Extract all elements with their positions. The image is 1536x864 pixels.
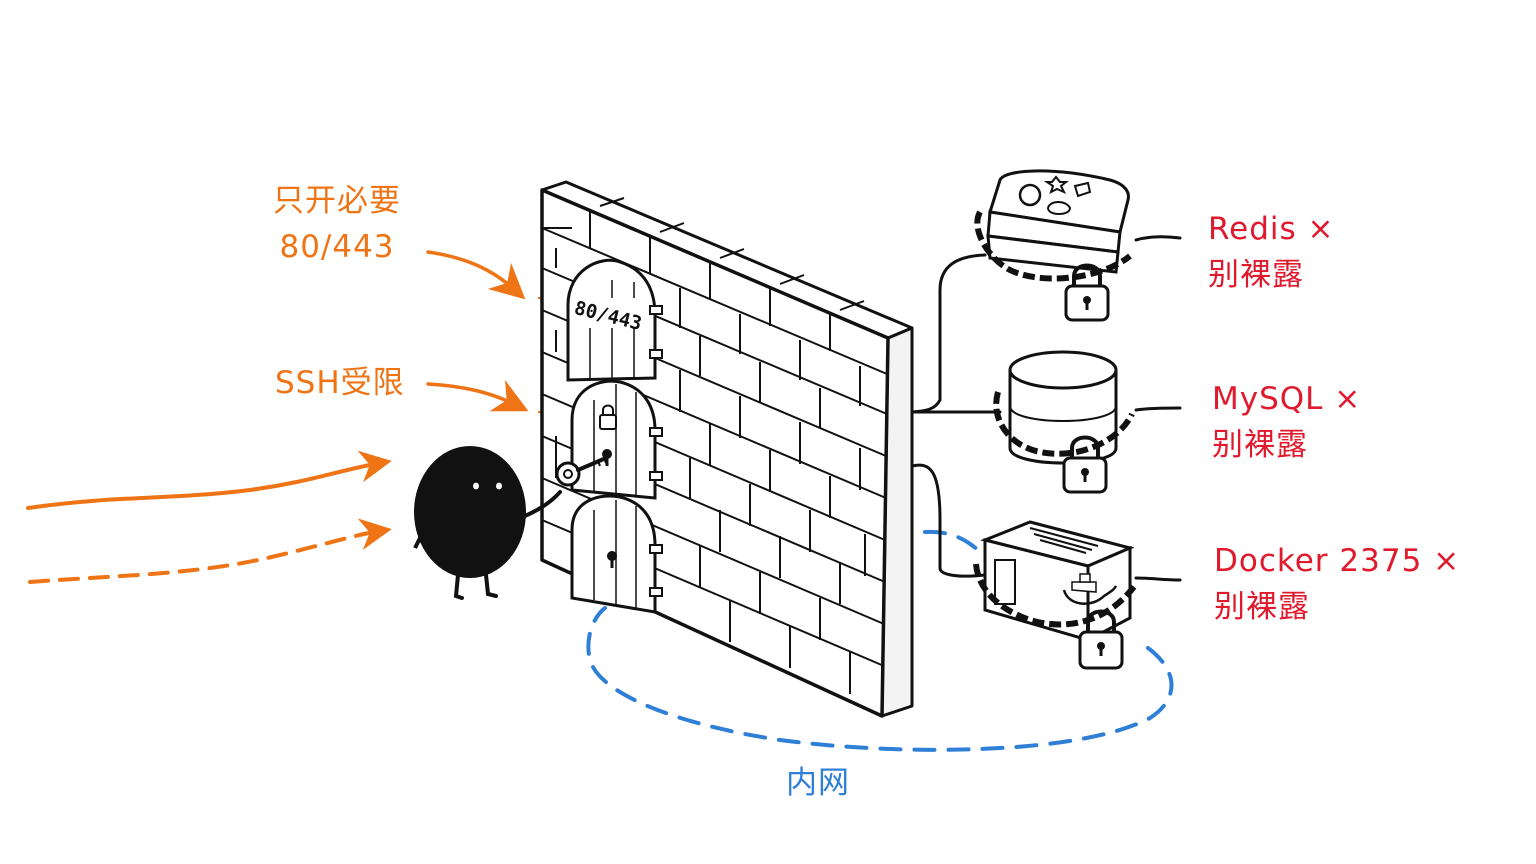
key-icon — [555, 456, 608, 487]
open-ports-label: 只开必要 80/443 — [273, 183, 401, 265]
ssh-door — [570, 379, 663, 500]
mysql-warning-label: MySQL × 别裸露 — [1212, 381, 1362, 463]
padlock-icon — [1078, 609, 1124, 670]
closed-door — [570, 494, 663, 614]
service-connections — [910, 235, 1182, 582]
database-cylinder-icon — [993, 350, 1135, 494]
docker-warning-label: Docker 2375 × 别裸露 — [1214, 543, 1461, 625]
visitor-character — [413, 446, 608, 600]
intranet-label: 内网 — [786, 765, 850, 801]
padlock-icon — [1062, 435, 1108, 494]
ports-pointer-arrow — [426, 250, 526, 300]
ssh-restricted-label: SSH受限 — [275, 365, 405, 401]
redis-stack-icon — [974, 169, 1132, 322]
docker-whale-icon — [973, 520, 1139, 670]
small-padlock-icon — [599, 404, 617, 430]
incoming-dashed-arrow — [28, 518, 392, 584]
intranet-boundary — [586, 529, 1174, 752]
padlock-icon — [1064, 263, 1110, 322]
incoming-traffic-arrows — [26, 450, 392, 584]
incoming-solid-arrow — [26, 450, 392, 510]
port-door-80-443: 80/443 — [566, 258, 663, 382]
ssh-pointer-arrow — [426, 379, 529, 412]
redis-warning-label: Redis × 别裸露 — [1208, 211, 1335, 293]
